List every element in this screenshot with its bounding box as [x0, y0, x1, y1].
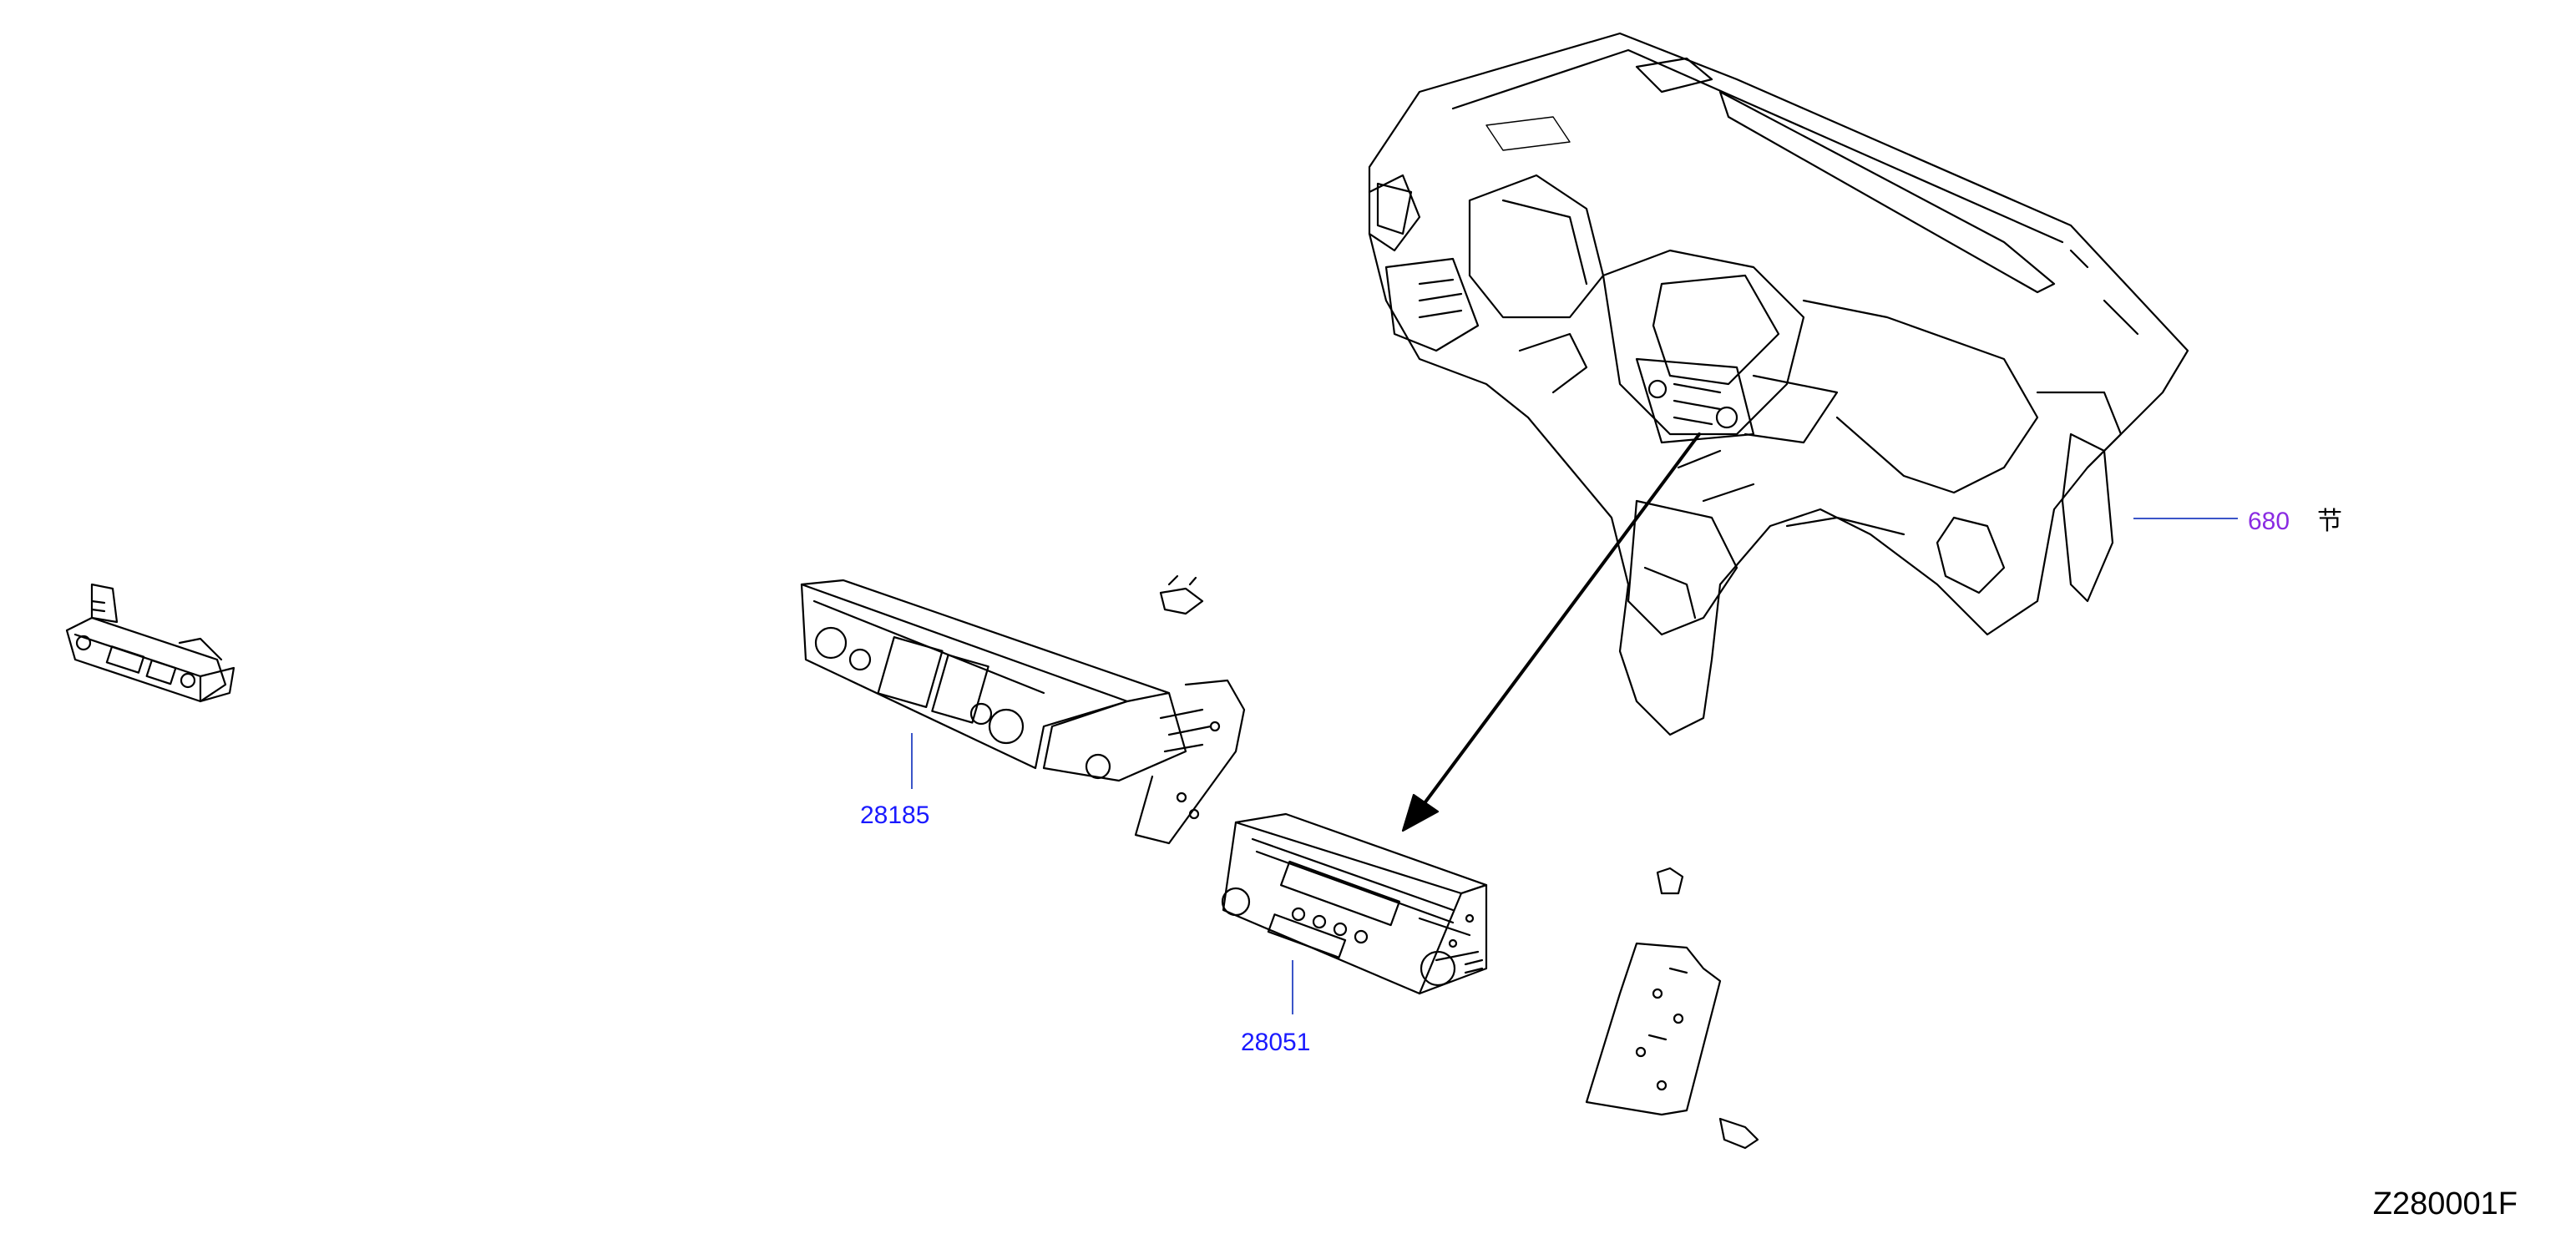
callout-680-number: 680 [2248, 508, 2290, 535]
audio-unit-28185-illustration [800, 574, 1246, 845]
callout-28051: 28051 [1241, 960, 1310, 1056]
mounting-bracket-illustration [1585, 867, 1759, 1150]
callout-680: 680 节 [2133, 508, 2342, 535]
callout-28051-number: 28051 [1241, 1029, 1310, 1056]
callout-680-suffix: 节 [2317, 508, 2342, 535]
pointer-arrow [1401, 432, 1701, 832]
instrument-panel-illustration [1368, 32, 2189, 736]
diagram-code: Z280001F [2372, 1186, 2518, 1221]
callout-28185-number: 28185 [860, 802, 929, 829]
callout-28185: 28185 [860, 733, 929, 829]
audio-unit-small-illustration [65, 583, 235, 703]
audio-unit-28051-illustration [1221, 812, 1488, 995]
